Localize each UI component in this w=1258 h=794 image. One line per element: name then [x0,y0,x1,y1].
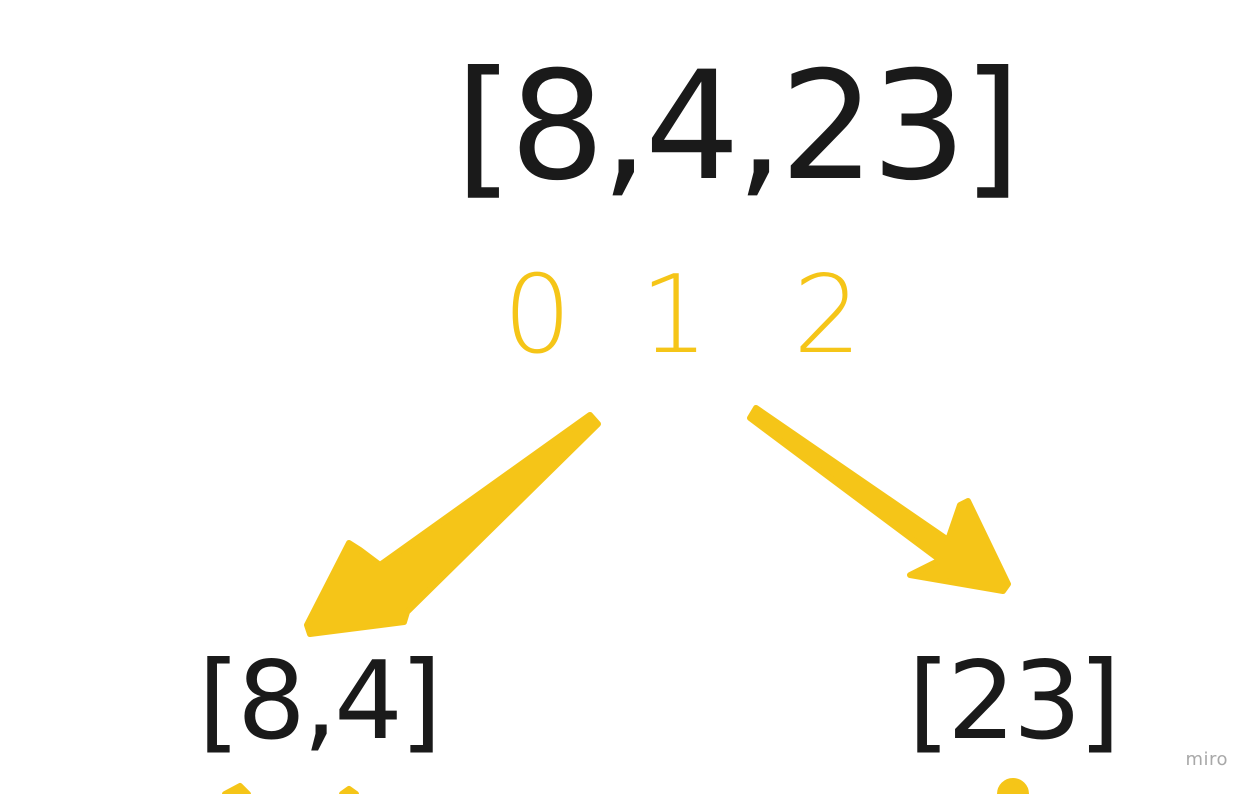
arrow-partial-bottom-left [222,783,359,794]
index-0-label: 0 [503,253,572,378]
right-child-array-label: [23] [908,639,1121,764]
left-child-array-label: [8,4] [198,639,442,764]
arrow-partial-bottom-right [997,778,1029,794]
arrow-to-right-child [747,405,1011,594]
miro-watermark: miro [1185,749,1228,770]
root-array-label: [8,4,23] [455,40,1021,214]
arrow-to-left-child [304,412,601,637]
index-1-label: 1 [640,253,709,378]
index-2-label: 2 [793,253,862,378]
